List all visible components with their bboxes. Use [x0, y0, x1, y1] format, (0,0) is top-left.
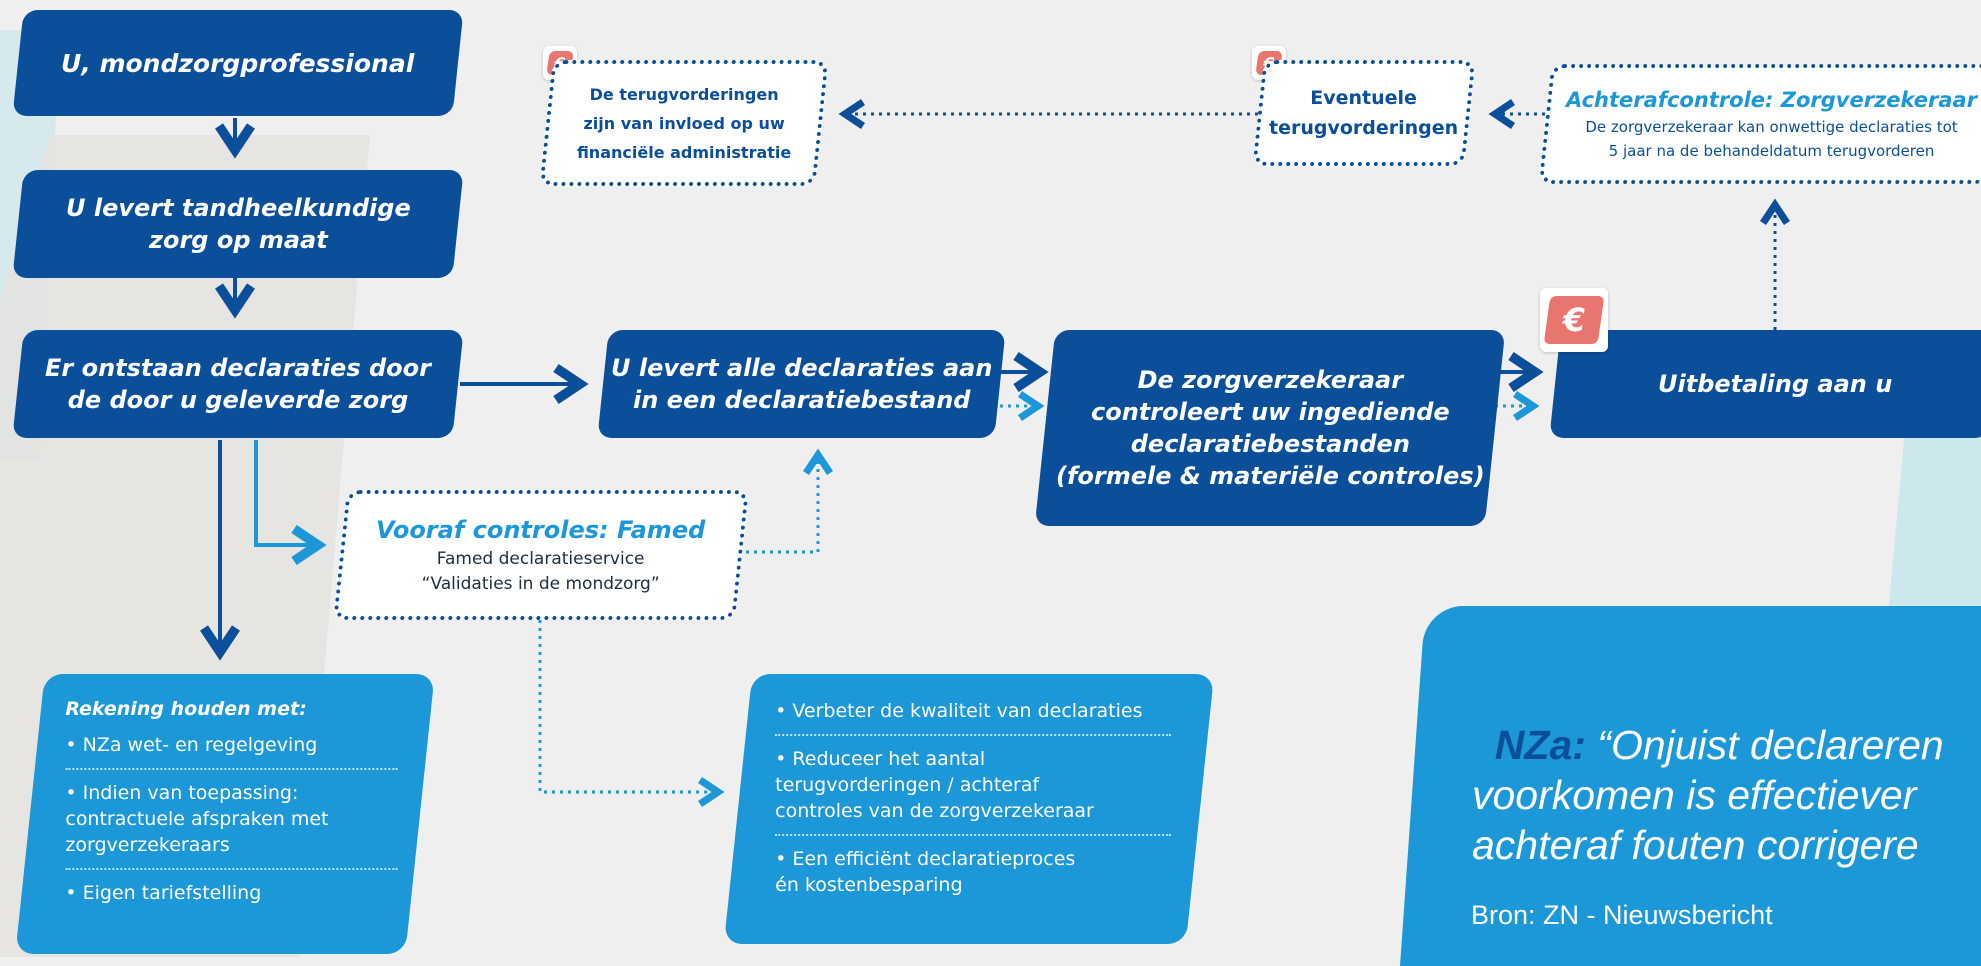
considerations-title: Rekening houden met: [65, 698, 307, 720]
step-insurer-checks: De zorgverzekeraar controleert uw ingedi… [1034, 330, 1506, 526]
aftercheck-box: Achterafcontrole: Zorgverzekeraar De zor… [1538, 64, 1981, 184]
recovery-text: Eventuele terugvorderingen [1269, 87, 1459, 139]
considerations-box: Rekening houden met: • NZa wet- en regel… [15, 674, 435, 954]
step-care: U levert tandheelkundige zorg op maat [12, 170, 464, 278]
impact-box: De terugvorderingen zijn van invloed op … [539, 60, 829, 186]
euro-icon-payout: € [1540, 288, 1608, 352]
step-payout-label: Uitbetaling aan u [1657, 370, 1893, 398]
aftercheck-text: De zorgverzekeraar kan onwettige declara… [1585, 118, 1959, 160]
step-professional: U, mondzorgprofessional [12, 10, 464, 116]
precheck-title: Vooraf controles: Famed [376, 516, 706, 544]
divider [65, 768, 398, 770]
benefits-item: • Een efficiënt declaratieproces én kost… [775, 848, 1076, 896]
step-deliver-file: U levert alle declaraties aan in een dec… [597, 330, 1006, 438]
step-care-label: U levert tandheelkundige zorg op maat [65, 194, 411, 254]
quote-text: NZa: “Onjuist declareren voorkomen is ef… [1472, 670, 1981, 870]
benefits-item: • Reduceer het aantal terugvorderingen /… [775, 748, 1094, 822]
dotted-arrow-precheck-to-deliver [738, 448, 833, 554]
precheck-box: Vooraf controles: Famed Famed declaratie… [333, 490, 749, 620]
recovery-box: Eventuele terugvorderingen [1252, 60, 1476, 166]
quote-source: Bron: ZN - Nieuwsbericht [1471, 900, 1773, 930]
quote-prefix: NZa: [1494, 722, 1586, 768]
step-payout: Uitbetaling aan u [1549, 330, 1981, 438]
considerations-item: • NZa wet- en regelgeving [65, 734, 318, 756]
precheck-line1: Famed declaratieservice [437, 549, 645, 569]
considerations-item: • Indien van toepassing: contractuele af… [65, 782, 329, 856]
precheck-line2: “Validaties in de mondzorg” [422, 574, 660, 594]
impact-text: De terugvorderingen zijn van invloed op … [576, 84, 792, 162]
divider [65, 868, 398, 870]
benefits-box: • Verbeter de kwaliteit van declaraties … [723, 674, 1215, 944]
divider [775, 734, 1172, 736]
step-claims-arise-label: Er ontstaan declaraties door de door u g… [45, 354, 431, 414]
divider [775, 834, 1172, 836]
considerations-list: • NZa wet- en regelgeving • Indien van t… [65, 732, 398, 906]
dotted-arrow-precheck-to-benefits [538, 620, 725, 807]
aftercheck-title: Achterafcontrole: Zorgverzekeraar [1566, 88, 1978, 112]
step-claims-arise: Er ontstaan declaraties door de door u g… [12, 330, 464, 438]
step-professional-label: U, mondzorgprofessional [61, 48, 415, 78]
benefits-list: • Verbeter de kwaliteit van declaraties … [775, 698, 1172, 898]
step-insurer-checks-label: De zorgverzekeraar controleert uw ingedi… [1055, 366, 1485, 490]
step-deliver-file-label: U levert alle declaraties aan in een dec… [610, 354, 993, 414]
arrow-claims-to-precheck [254, 440, 327, 565]
considerations-item: • Eigen tariefstelling [65, 882, 262, 904]
quote-body: “Onjuist declareren voorkomen is effecti… [1472, 722, 1944, 868]
benefits-item: • Verbeter de kwaliteit van declaraties [775, 700, 1143, 722]
